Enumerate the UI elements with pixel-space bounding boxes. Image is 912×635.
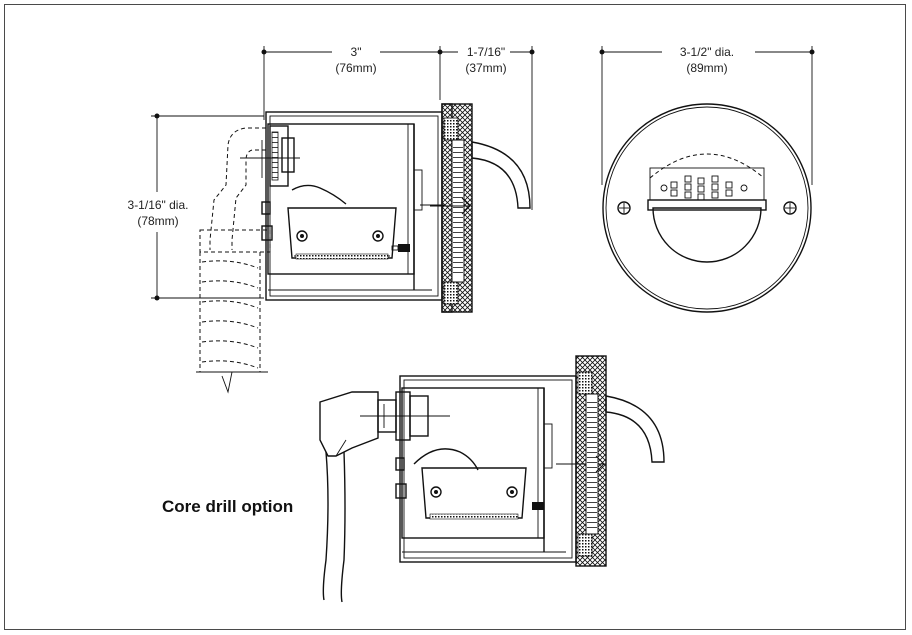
face-diameter-label: 3-1/2" dia.	[680, 45, 734, 59]
face-screw-left	[617, 201, 631, 215]
core-drill-caption: Core drill option	[162, 497, 293, 516]
dimension-face-diameter: 3-1/2" dia. (89mm)	[599, 45, 815, 185]
depth-label: 3"	[351, 45, 362, 59]
bezel-label: 1-7/16"	[467, 45, 505, 59]
body-diameter-metric: (78mm)	[137, 214, 178, 228]
depth-metric: (76mm)	[335, 61, 376, 75]
dimension-body-diameter: 3-1/16" dia. (78mm)	[128, 113, 264, 301]
dimension-depth: 3" (76mm)	[261, 45, 443, 120]
face-screw-right	[783, 201, 797, 215]
face-diameter-metric: (89mm)	[686, 61, 727, 75]
side-view-fixture	[196, 103, 531, 394]
conduit-dashed	[196, 127, 271, 394]
body-diameter-label: 3-1/16" dia.	[128, 198, 189, 212]
bezel-metric: (37mm)	[465, 61, 506, 75]
led-array	[660, 175, 748, 201]
dimension-bezel: 1-7/16" (37mm)	[440, 45, 535, 210]
front-view-fixture	[602, 103, 812, 313]
core-drill-fixture	[319, 355, 665, 603]
